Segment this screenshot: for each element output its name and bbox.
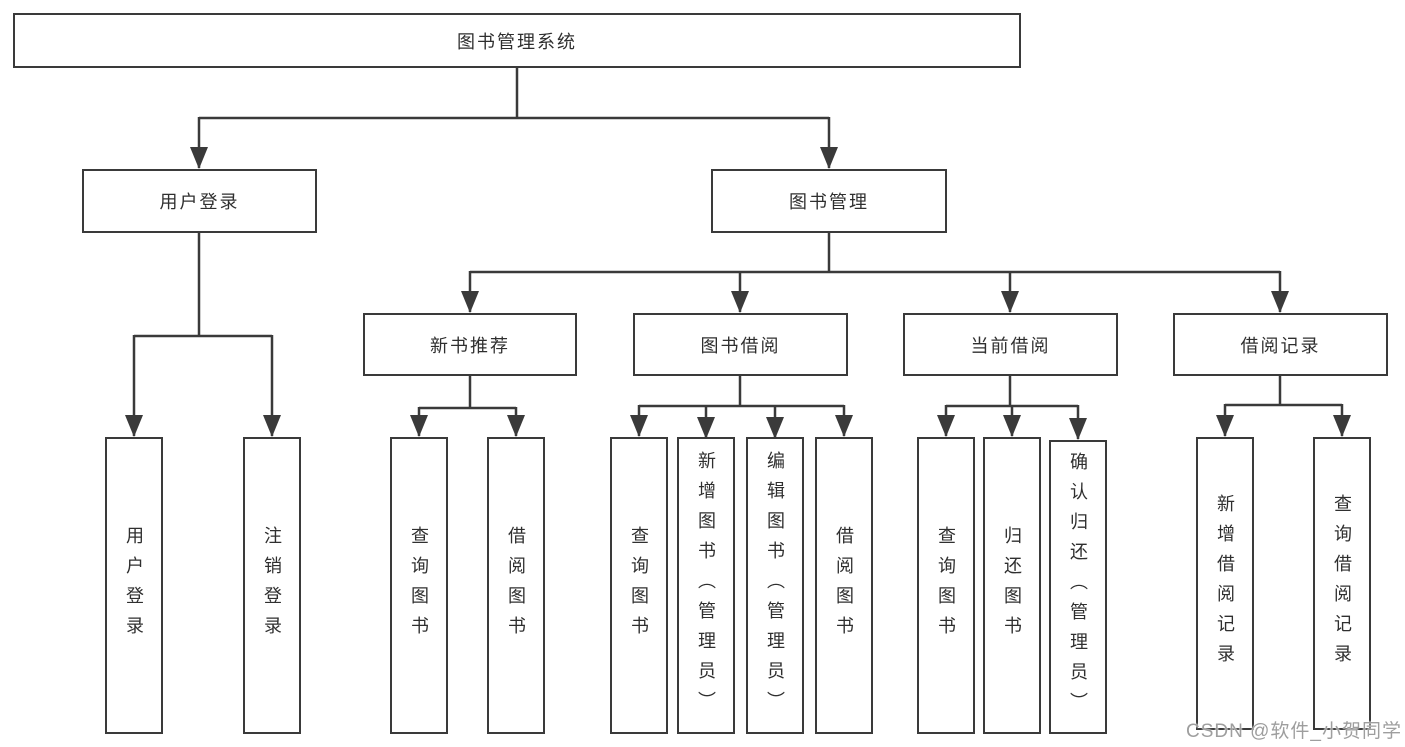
leaf-cb-return-books: 归还图书 <box>983 437 1041 734</box>
leaf-nb-query-books: 查询图书 <box>390 437 448 734</box>
leaf-bb-add-books-admin-label: 新增图书（管理员） <box>696 450 716 721</box>
leaf-bb-query-books: 查询图书 <box>610 437 668 734</box>
node-new-book-recommend-label: 新书推荐 <box>430 335 510 356</box>
leaf-bb-borrow-books: 借阅图书 <box>815 437 873 734</box>
leaf-br-add-borrow-record-label: 新增借阅记录 <box>1215 493 1235 674</box>
leaf-cb-query-books-label: 查询图书 <box>936 525 956 646</box>
node-current-borrow: 当前借阅 <box>903 313 1118 376</box>
node-borrow-records-label: 借阅记录 <box>1240 335 1321 356</box>
node-book-management: 图书管理 <box>711 169 947 233</box>
leaf-bb-edit-books-admin: 编辑图书（管理员） <box>746 437 804 734</box>
leaf-cb-confirm-return-admin-label: 确认归还（管理员） <box>1068 452 1088 722</box>
leaf-user-login: 用户登录 <box>105 437 163 734</box>
node-borrow-records: 借阅记录 <box>1173 313 1388 376</box>
node-current-borrow-label: 当前借阅 <box>970 335 1051 356</box>
node-book-borrow-label: 图书借阅 <box>700 335 781 356</box>
leaf-bb-edit-books-admin-label: 编辑图书（管理员） <box>765 450 785 721</box>
leaf-cb-confirm-return-admin: 确认归还（管理员） <box>1049 440 1107 734</box>
node-book-management-label: 图书管理 <box>789 192 869 212</box>
node-library-system-label: 图书管理系统 <box>457 31 577 52</box>
leaf-br-query-borrow-record-label: 查询借阅记录 <box>1332 493 1352 674</box>
leaf-br-add-borrow-record: 新增借阅记录 <box>1196 437 1254 730</box>
node-user-login-label: 用户登录 <box>159 192 240 212</box>
node-library-system: 图书管理系统 <box>13 13 1021 68</box>
node-book-borrow: 图书借阅 <box>633 313 848 376</box>
leaf-user-login-label: 用户登录 <box>124 525 144 646</box>
leaf-cb-return-books-label: 归还图书 <box>1002 525 1022 646</box>
leaf-bb-add-books-admin: 新增图书（管理员） <box>677 437 735 734</box>
leaf-nb-query-books-label: 查询图书 <box>409 525 429 646</box>
leaf-br-query-borrow-record: 查询借阅记录 <box>1313 437 1371 730</box>
node-user-login: 用户登录 <box>82 169 317 233</box>
csdn-watermark: CSDN @软件_小贺同学 <box>1186 721 1402 742</box>
leaf-logout-login-label: 注销登录 <box>262 525 282 646</box>
leaf-logout-login: 注销登录 <box>243 437 301 734</box>
leaf-cb-query-books: 查询图书 <box>917 437 975 734</box>
leaf-nb-borrow-books: 借阅图书 <box>487 437 545 734</box>
leaf-bb-query-books-label: 查询图书 <box>629 525 649 646</box>
node-new-book-recommend: 新书推荐 <box>363 313 577 376</box>
leaf-bb-borrow-books-label: 借阅图书 <box>834 525 854 646</box>
leaf-nb-borrow-books-label: 借阅图书 <box>506 525 526 646</box>
